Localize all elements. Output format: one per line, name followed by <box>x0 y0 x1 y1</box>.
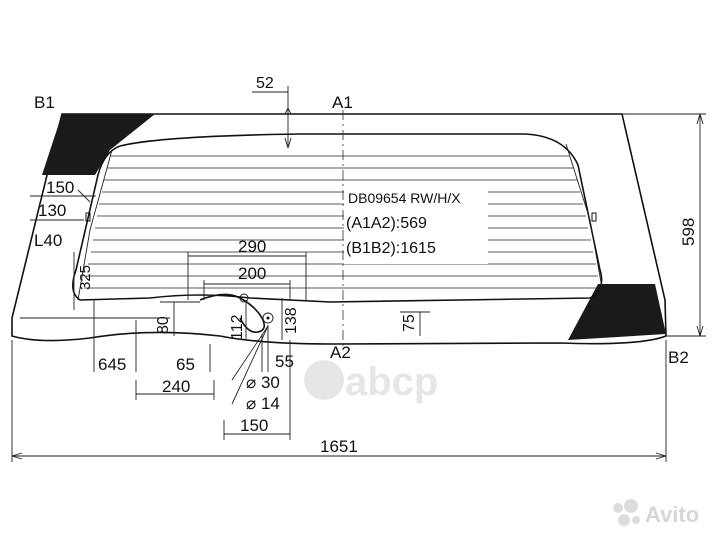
heated-area-inner-right <box>565 143 603 289</box>
dim-label: 150 <box>240 416 268 435</box>
dim-label: 80 <box>155 316 172 334</box>
dim-label: 240 <box>162 377 190 396</box>
dim-75: 75 <box>400 311 430 336</box>
wiper-hole-icon <box>262 312 274 324</box>
clip-icon <box>85 212 91 222</box>
dim-height-598: 598 <box>622 113 706 337</box>
dim-240: 240 <box>135 377 215 400</box>
heated-area-inner-outline <box>77 149 113 301</box>
watermark-logo: abcp <box>304 360 438 404</box>
dim-label: L40 <box>34 231 62 250</box>
corner-label-a1: A1 <box>332 93 353 112</box>
dim-label: 52 <box>256 75 274 92</box>
dim-label: 150 <box>46 178 74 197</box>
dim-total-1651: 1651 <box>11 340 667 462</box>
dim-65: 65 <box>176 344 211 374</box>
dim-diameters: ⌀ 30 ⌀ 14 <box>231 325 280 413</box>
dim-label: ⌀ 14 <box>246 394 280 413</box>
dim-645: 645 <box>93 300 137 374</box>
dim-label: 200 <box>238 264 266 283</box>
watermark-logo-text: abcp <box>345 360 438 404</box>
dim-label: 130 <box>38 201 66 220</box>
dim-label: 65 <box>176 355 195 374</box>
dim-290: 290 <box>187 237 307 300</box>
dim-label: ⌀ 30 <box>246 373 280 392</box>
glass-outline <box>11 113 667 345</box>
heater-grid <box>84 155 598 289</box>
dim-top-offset: 52 <box>252 75 292 149</box>
avito-brand-text: Avito <box>645 502 699 527</box>
spec-label-bg <box>344 188 488 264</box>
clip-icon <box>591 212 597 222</box>
dim-label: 598 <box>679 218 698 246</box>
heated-area-outline <box>72 133 603 303</box>
dim-label: 645 <box>98 355 126 374</box>
dim-label: 1651 <box>320 437 358 456</box>
dim-55: 55 <box>261 325 294 372</box>
watermark-circle-icon <box>304 360 344 400</box>
corner-label-a2: A2 <box>330 343 351 362</box>
dim-label: 325 <box>77 265 94 290</box>
spec-a1a2: (A1A2):569 <box>346 215 427 232</box>
corner-label-b1: B1 <box>34 93 55 112</box>
wiper-mount-outline <box>199 293 266 334</box>
dim-200: 200 <box>203 264 291 300</box>
dim-label: 75 <box>401 314 418 332</box>
dim-label: 138 <box>283 307 300 334</box>
avito-watermark: Avito <box>613 499 699 527</box>
part-code: DB09654 RW/H/X <box>348 190 461 206</box>
dim-325: 325 <box>73 252 94 310</box>
dim-label: 55 <box>275 352 294 371</box>
dim-label: 112 <box>229 314 246 340</box>
frit-corner-top-left <box>42 114 155 175</box>
spec-b1b2: (B1B2):1615 <box>346 240 436 257</box>
corner-label-b2: B2 <box>668 348 689 367</box>
dim-label: 290 <box>238 237 266 256</box>
dim-80: 80 <box>155 301 200 336</box>
dim-left-group: 150 130 L40 <box>30 178 96 250</box>
wiper-pivot-icon <box>239 293 249 303</box>
dim-150-bottom: 150 <box>223 340 291 440</box>
dim-138: 138 <box>281 298 300 340</box>
dim-112: 112 <box>229 300 247 340</box>
frit-corner-bottom-right <box>568 284 666 340</box>
